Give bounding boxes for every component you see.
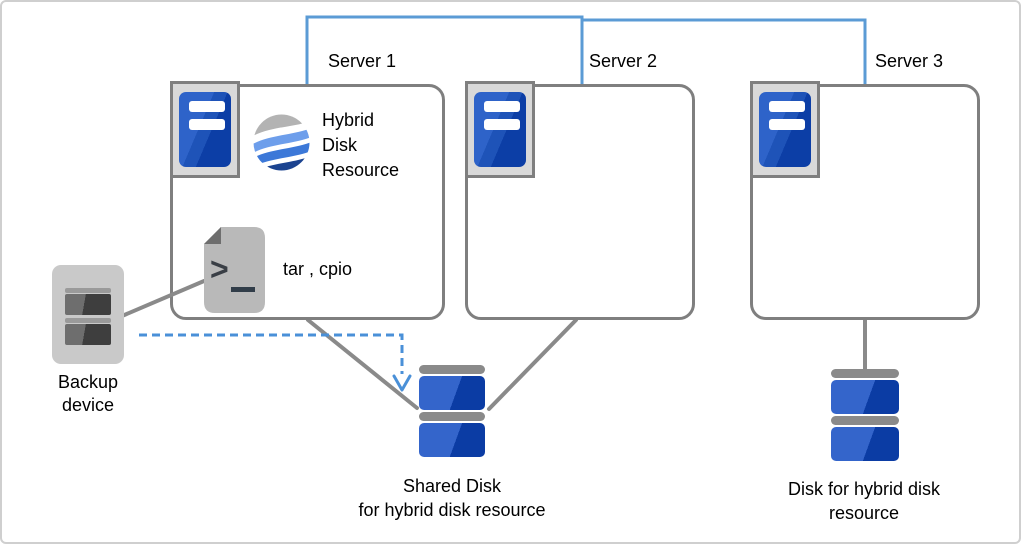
disk-bar [419, 412, 485, 421]
disk-body [419, 376, 485, 410]
tape-slot-bar [65, 288, 111, 293]
server-drive-bay [769, 119, 805, 130]
server-drive-bay [769, 101, 805, 112]
disk-body [831, 380, 899, 414]
disk-body [831, 427, 899, 461]
disk-bar [419, 365, 485, 374]
server2-box [465, 84, 695, 320]
tape-slot [65, 294, 111, 315]
server-drive-bay [189, 119, 225, 130]
tape-slot-bar [65, 318, 111, 323]
server1-shared-disk-line [306, 318, 419, 410]
shared-disk-stack-icon [419, 365, 485, 459]
backup-copy-arrowhead-icon [392, 374, 412, 392]
server3-label: Server 3 [875, 51, 944, 71]
cursor-underscore [231, 287, 255, 292]
server-tower-face [179, 92, 231, 167]
server-drive-bay [484, 101, 520, 112]
server1-label: Server 1 [328, 51, 397, 71]
backup-copy-arrow-line [139, 333, 404, 374]
hybrid-disk-label: Disk for hybrid disk resource [787, 479, 941, 523]
disk-body [419, 423, 485, 457]
backup-device-label: Backup device [57, 372, 119, 415]
server2-shared-disk-line [487, 318, 578, 411]
prompt-glyph: > [210, 251, 229, 287]
disk-bar [831, 416, 899, 425]
server2-tower-icon [465, 81, 535, 178]
backup-tools-label: tar , cpio [283, 259, 353, 279]
shell-script-icon: > [204, 227, 265, 313]
server2-label: Server 2 [589, 51, 658, 71]
server1-tower-icon [170, 81, 240, 178]
tape-drive-icon [52, 265, 124, 364]
server3-tower-icon [750, 81, 820, 178]
tape-slot [65, 324, 111, 345]
server-drive-bay [484, 119, 520, 130]
hybrid-resource-label: Hybrid Disk Resource [322, 110, 400, 180]
disk-bar [831, 369, 899, 378]
server-drive-bay [189, 101, 225, 112]
shared-disk-label: Shared Disk for hybrid disk resource [358, 476, 546, 520]
wave-sphere-icon [253, 114, 310, 171]
server-tower-face [474, 92, 526, 167]
hybrid-disk-stack-icon [831, 369, 899, 463]
server-tower-face [759, 92, 811, 167]
